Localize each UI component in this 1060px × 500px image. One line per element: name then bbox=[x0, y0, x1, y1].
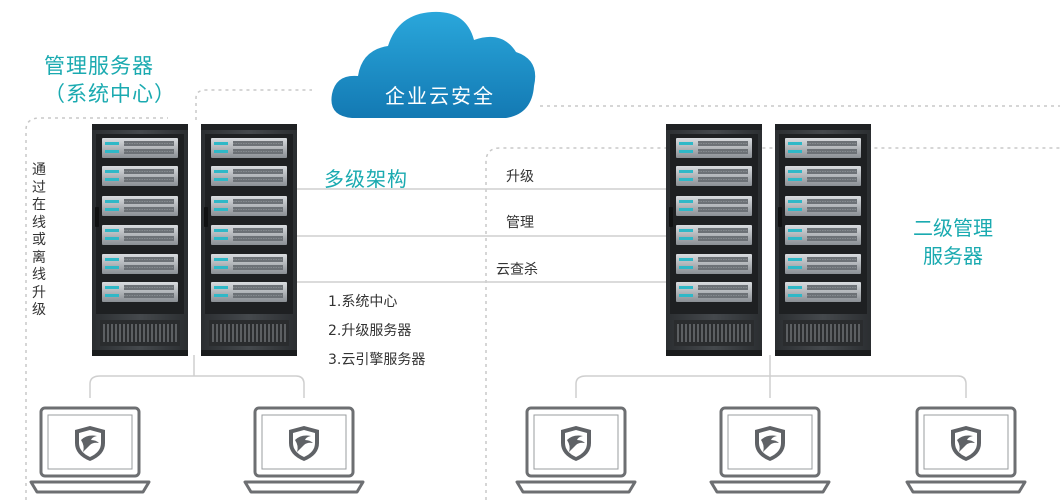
right-client-wiring bbox=[575, 355, 967, 398]
function-item: 3.云引擎服务器 bbox=[328, 352, 426, 368]
laptop-icon bbox=[29, 406, 151, 494]
function-item: 2.升级服务器 bbox=[328, 323, 412, 339]
main-server-title-line1: 管理服务器 bbox=[44, 54, 154, 78]
laptop-icon bbox=[515, 406, 637, 494]
function-item: 1.系统中心 bbox=[328, 294, 398, 310]
cloud-label: 企业云安全 bbox=[385, 84, 495, 108]
connection-label-cloudscan: 云查杀 bbox=[496, 262, 538, 278]
architecture-label: 多级架构 bbox=[324, 167, 408, 191]
server-rack-icon bbox=[666, 124, 762, 356]
connection-label-manage: 管理 bbox=[506, 215, 534, 231]
left-upgrade-note: 通过在线或离线升级 bbox=[32, 162, 46, 318]
secondary-server-title-line2: 服务器 bbox=[923, 244, 983, 268]
main-server-title: 管理服务器 （系统中心） bbox=[44, 52, 176, 108]
secondary-zone-outline bbox=[485, 147, 1060, 500]
laptop-icon bbox=[905, 406, 1027, 494]
secondary-server-title: 二级管理 服务器 bbox=[898, 214, 1008, 270]
server-rack-icon bbox=[92, 124, 188, 356]
cloud-link-outline bbox=[195, 89, 312, 120]
cloud-icon bbox=[331, 11, 536, 118]
main-server-title-line2: （系统中心） bbox=[44, 82, 176, 106]
laptop-icon bbox=[243, 406, 365, 494]
server-rack-icon bbox=[201, 124, 297, 356]
server-rack-icon bbox=[775, 124, 871, 356]
connection-label-upgrade: 升级 bbox=[506, 169, 534, 185]
laptop-icon bbox=[709, 406, 831, 494]
left-client-wiring bbox=[89, 355, 305, 398]
main-zone-outline bbox=[25, 117, 168, 500]
secondary-server-title-line1: 二级管理 bbox=[913, 216, 993, 240]
